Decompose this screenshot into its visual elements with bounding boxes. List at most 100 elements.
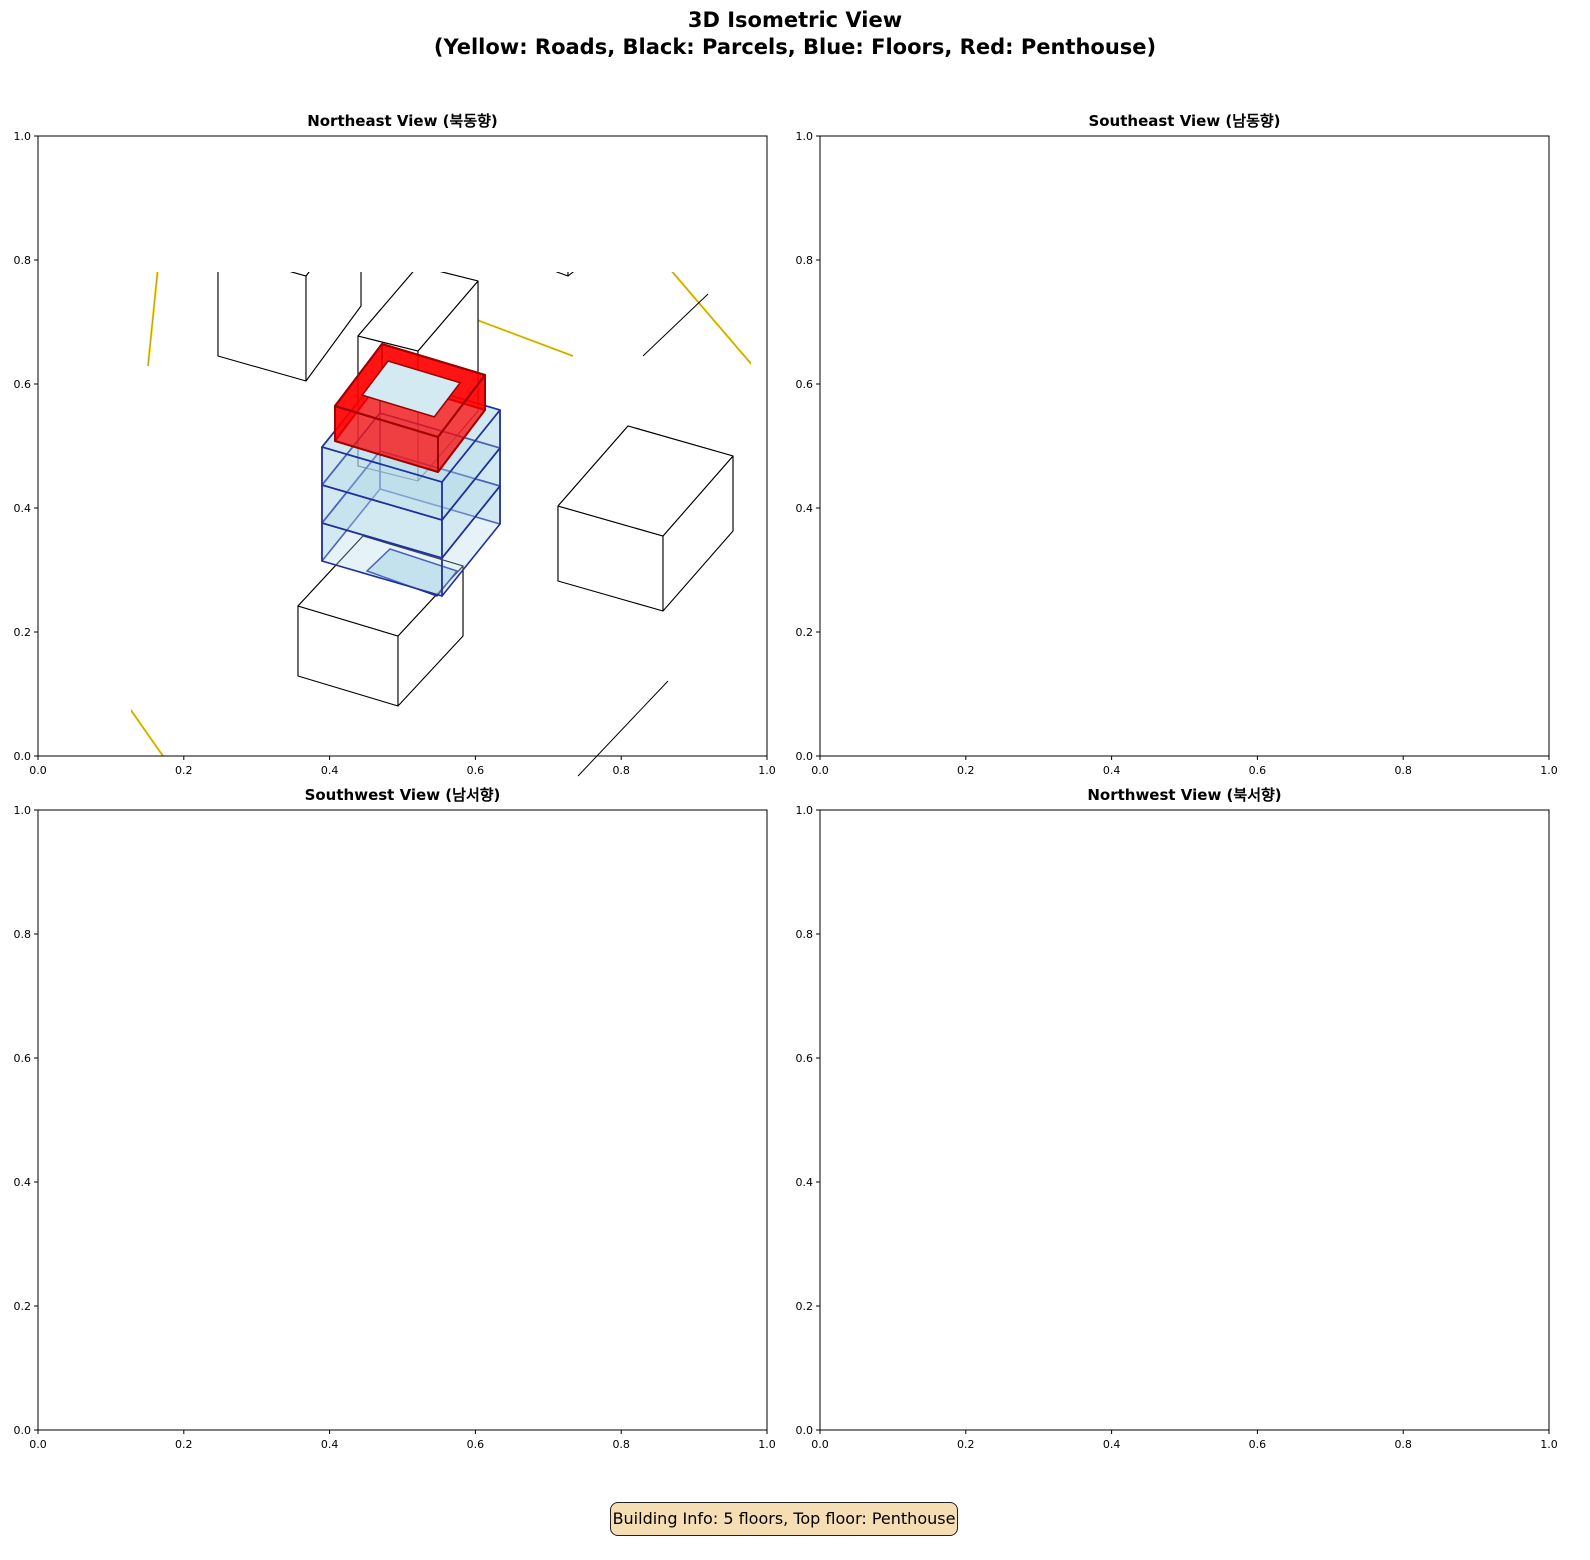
floor-3-face	[380, 1049, 500, 1122]
x-tick-label: 0.6	[467, 764, 485, 777]
penthouse-courtyard	[362, 1035, 460, 1091]
x-tick-label: 0.4	[1103, 764, 1121, 777]
panel-title: Southeast View (남동향)	[1088, 112, 1280, 130]
road-line	[573, 895, 733, 930]
floor-3-face	[1104, 1049, 1162, 1159]
penthouse-courtyard	[360, 360, 462, 418]
context-building-face	[1285, 865, 1485, 930]
floor-1-face	[1162, 451, 1282, 524]
context-building-face	[253, 840, 418, 970]
y-tick-label: 0.2	[796, 626, 814, 639]
context-building-face	[153, 920, 258, 1030]
context-building-face	[930, 581, 980, 681]
x-tick-label: 0.8	[612, 764, 630, 777]
penthouse-face	[438, 1049, 485, 1146]
y-tick-label: 0.6	[796, 378, 814, 391]
floor-1-face	[1104, 1125, 1282, 1232]
road-line	[93, 1360, 323, 1430]
x-tick-label: 0.2	[175, 1438, 193, 1451]
road-edge	[1225, 656, 1550, 756]
context-building-face	[987, 1215, 1077, 1305]
floor-1-face	[442, 1160, 500, 1270]
parcel-line	[1015, 381, 1060, 391]
context-building-face	[985, 366, 1060, 536]
context-building-face	[513, 86, 683, 196]
road-line	[995, 1355, 1485, 1425]
penthouse-face	[335, 1080, 438, 1146]
y-tick-label: 0.0	[796, 1424, 814, 1437]
context-building-face	[935, 1090, 970, 1230]
x-tick-label: 0.6	[467, 1438, 485, 1451]
road-edge	[233, 855, 493, 1035]
context-building-face	[258, 855, 353, 1030]
road-edge	[1275, 181, 1475, 386]
axes-frame	[37, 135, 768, 757]
road-line	[670, 272, 751, 366]
context-building-face	[153, 830, 248, 1005]
context-building-face	[1285, 850, 1345, 960]
context-building-face	[1068, 496, 1268, 606]
context-building-face	[193, 960, 368, 1080]
context-building-face	[567, 272, 575, 277]
penthouse-face	[1220, 375, 1267, 472]
ground-floor-annex	[367, 1223, 457, 1270]
floor-3-face	[1104, 375, 1162, 485]
penthouse-face	[1117, 1018, 1267, 1111]
floor-3-face	[1104, 447, 1224, 520]
y-tick-label: 0.4	[796, 1176, 814, 1189]
x-tick-label: 0.2	[957, 764, 975, 777]
road-edge	[1045, 840, 1205, 890]
context-building-face	[1390, 1250, 1520, 1385]
panel-title: Northeast View (북동향)	[307, 112, 498, 130]
y-tick-label: 1.0	[796, 130, 814, 143]
road-line	[1045, 840, 1205, 890]
penthouse-face	[1117, 406, 1220, 472]
floor-2-face	[1224, 448, 1282, 558]
context-building-face	[1340, 885, 1485, 1000]
plot-area-3	[93, 760, 763, 1430]
road-line	[1275, 181, 1475, 386]
context-building-face	[985, 366, 1165, 481]
floor-2-face	[322, 1087, 500, 1194]
floor-2-face	[1104, 485, 1224, 558]
x-tick-label: 0.8	[1394, 764, 1412, 777]
road-edge	[995, 1355, 1485, 1425]
floor-3-face	[1162, 1049, 1282, 1122]
context-building-face	[193, 1050, 298, 1160]
context-building-face	[253, 760, 483, 880]
x-tick-label: 0.0	[811, 764, 829, 777]
context-building-face	[289, 272, 310, 277]
ground-floor-annex	[1149, 1223, 1239, 1270]
context-building-face	[173, 1155, 253, 1265]
road-edge	[93, 1360, 323, 1430]
y-tick-label: 0.6	[796, 1052, 814, 1065]
x-tick-label: 0.6	[1249, 764, 1267, 777]
y-tick-label: 0.4	[14, 502, 32, 515]
context-building-face	[1165, 810, 1345, 890]
context-building-face	[987, 1295, 1032, 1395]
plot-area-1	[131, 86, 751, 777]
context-building-face	[965, 770, 1080, 805]
context-building-face	[950, 935, 1050, 1025]
penthouse-face	[1117, 1080, 1220, 1146]
context-building-face	[1032, 1225, 1077, 1395]
floor-3-face	[322, 1121, 442, 1194]
context-building-face	[1060, 591, 1188, 686]
panel-title: Northwest View (북서향)	[1087, 786, 1281, 804]
x-tick-label: 0.6	[1249, 1438, 1267, 1451]
y-tick-label: 0.0	[14, 1424, 32, 1437]
floor-2-face	[1162, 1087, 1282, 1160]
floor-3-face	[322, 1049, 380, 1159]
context-building-face	[950, 885, 1095, 960]
parcel-line	[577, 680, 669, 777]
x-tick-label: 0.2	[175, 764, 193, 777]
context-building-face	[1165, 810, 1225, 920]
floor-2-face	[322, 1087, 380, 1197]
context-building-face	[1225, 810, 1345, 920]
context-building-face	[1193, 536, 1268, 661]
context-building-face	[1497, 391, 1542, 586]
context-building-face	[1317, 341, 1542, 451]
y-tick-label: 0.0	[796, 750, 814, 763]
